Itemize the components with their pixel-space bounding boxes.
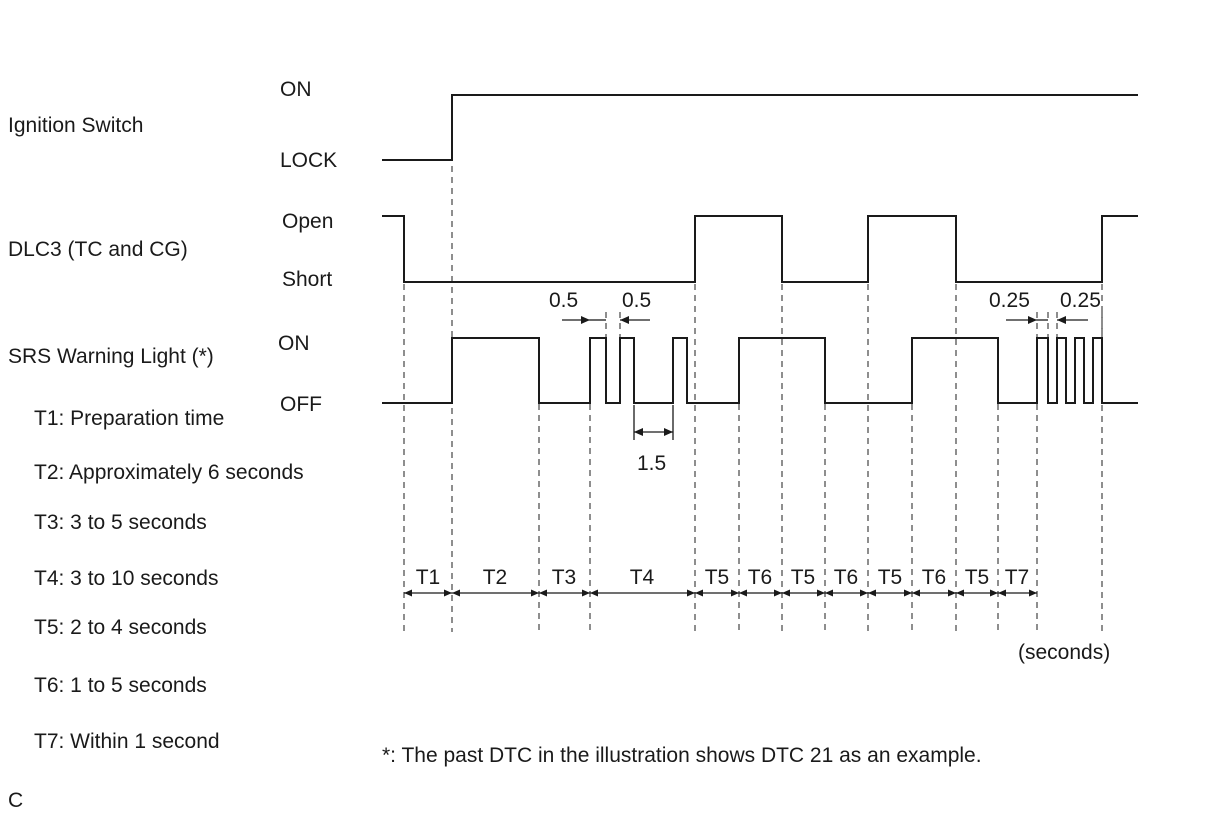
- dlc3-label: DLC3 (TC and CG): [8, 238, 188, 261]
- arrow-head: [444, 589, 452, 597]
- interval-label: T3: [552, 566, 577, 589]
- fast-pulse-on-time-label: 0.25: [989, 289, 1030, 312]
- arrow-head: [817, 589, 825, 597]
- arrow-head: [695, 589, 703, 597]
- dlc3-short-label: Short: [282, 268, 332, 291]
- interval-label: T5: [965, 566, 990, 589]
- footnote: *: The past DTC in the illustration show…: [382, 744, 982, 767]
- pulse-dimension-arrows: [562, 316, 650, 324]
- arrow-head: [531, 589, 539, 597]
- arrow-head: [912, 589, 920, 597]
- interval-legend: T1: Preparation time T2: Approximately 6…: [34, 407, 304, 753]
- legend-item: T3: 3 to 5 seconds: [34, 511, 207, 534]
- arrow-head: [868, 589, 876, 597]
- arrow-head: [948, 589, 956, 597]
- ignition-lock-label: LOCK: [280, 149, 337, 172]
- arrow-head: [1029, 589, 1037, 597]
- arrow-head: [998, 589, 1006, 597]
- pause-time-label: 1.5: [637, 452, 666, 475]
- arrow-head: [731, 589, 739, 597]
- interval-label: T6: [834, 566, 859, 589]
- legend-item: T1: Preparation time: [34, 407, 224, 430]
- pulse-off-time-label: 0.5: [622, 289, 651, 312]
- legend-item: T5: 2 to 4 seconds: [34, 616, 207, 639]
- arrow-head: [782, 589, 790, 597]
- legend-item: T2: Approximately 6 seconds: [34, 461, 304, 484]
- interval-label: T5: [791, 566, 816, 589]
- arrow-head: [860, 589, 868, 597]
- pause-dimension-arrow: [633, 405, 674, 440]
- arrow-head: [404, 589, 412, 597]
- ignition-switch-label: Ignition Switch: [8, 114, 143, 137]
- legend-item: T7: Within 1 second: [34, 730, 220, 753]
- interval-label: T6: [748, 566, 773, 589]
- srs-off-label: OFF: [280, 393, 322, 416]
- figure-code-label: C: [8, 789, 23, 812]
- arrow-head: [904, 589, 912, 597]
- ignition-waveform: [382, 94, 1138, 161]
- interval-label: T5: [705, 566, 730, 589]
- legend-item: T4: 3 to 10 seconds: [34, 567, 218, 590]
- ignition-on-label: ON: [280, 78, 312, 101]
- interval-label: T6: [922, 566, 947, 589]
- arrow-head: [825, 589, 833, 597]
- arrow-head: [582, 589, 590, 597]
- arrow-head: [539, 589, 547, 597]
- fast-pulse-dimension-arrows: [1006, 316, 1088, 324]
- arrow-head: [590, 589, 598, 597]
- interval-label: T7: [1005, 566, 1030, 589]
- arrow-head: [774, 589, 782, 597]
- interval-label: T1: [416, 566, 441, 589]
- dlc3-waveform: [382, 215, 1138, 283]
- time-guide-lines: [403, 166, 1103, 632]
- arrow-head: [990, 589, 998, 597]
- pulse-on-time-label: 0.5: [549, 289, 578, 312]
- fast-pulse-off-time-label: 0.25: [1060, 289, 1101, 312]
- interval-label: T2: [483, 566, 508, 589]
- legend-item: T6: 1 to 5 seconds: [34, 674, 207, 697]
- arrow-head: [956, 589, 964, 597]
- interval-label: T5: [878, 566, 903, 589]
- unit-label: (seconds): [1018, 641, 1110, 664]
- interval-label: T4: [630, 566, 655, 589]
- srs-waveform: [382, 337, 1138, 404]
- srs-on-label: ON: [278, 332, 310, 355]
- arrow-head: [452, 589, 460, 597]
- dlc3-open-label: Open: [282, 210, 333, 233]
- interval-arrows: [404, 589, 1037, 597]
- arrow-head: [687, 589, 695, 597]
- arrow-head: [739, 589, 747, 597]
- srs-warning-light-label: SRS Warning Light (*): [8, 345, 214, 368]
